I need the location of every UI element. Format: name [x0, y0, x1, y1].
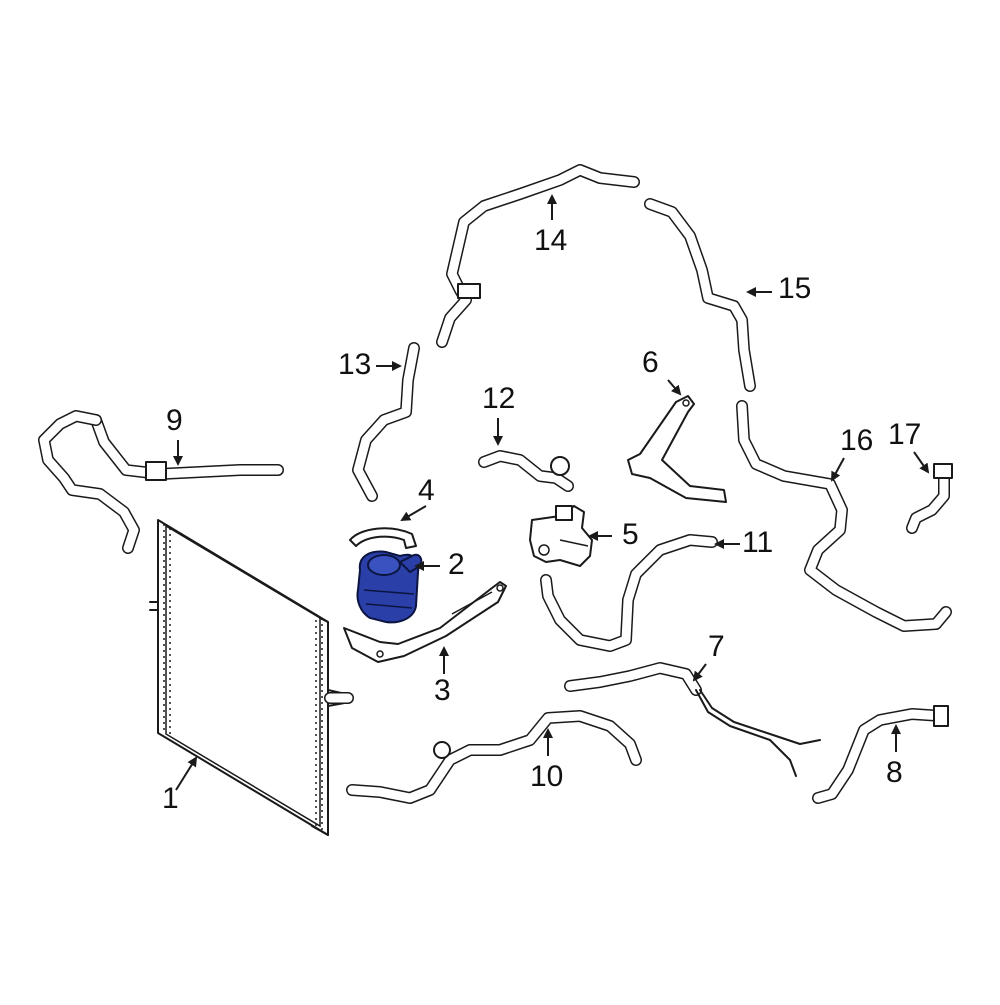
hose-part-12 — [478, 450, 574, 492]
callout-5: 5 — [622, 518, 639, 551]
callout-17: 17 — [888, 418, 922, 451]
callout-arrows — [173, 194, 930, 791]
callout-10: 10 — [530, 760, 564, 793]
bracket-part-3 — [343, 581, 507, 663]
callout-4: 4 — [418, 474, 435, 507]
clamp-part-4 — [349, 527, 417, 549]
callout-3: 3 — [434, 674, 451, 707]
callout-9: 9 — [166, 404, 183, 437]
water-pump-part-2 — [356, 550, 423, 624]
hose-part-9 — [38, 410, 284, 554]
radiator-part-1 — [149, 519, 354, 836]
callout-8: 8 — [886, 756, 903, 789]
valve-part-5 — [529, 505, 593, 567]
hose-part-11 — [540, 534, 718, 652]
callout-12: 12 — [482, 382, 516, 415]
bracket-part-6 — [627, 395, 727, 503]
callout-6: 6 — [642, 346, 659, 379]
callout-2: 2 — [448, 548, 465, 581]
hose-part-10 — [346, 710, 642, 804]
callout-16: 16 — [840, 424, 874, 457]
hose-part-14 — [436, 164, 640, 348]
hose-part-15 — [644, 198, 756, 392]
callout-13: 13 — [338, 348, 372, 381]
callout-1: 1 — [162, 782, 179, 815]
callout-15: 15 — [778, 272, 812, 305]
hose-part-16 — [736, 400, 952, 632]
hose-part-13 — [352, 342, 420, 502]
hose-part-7 — [564, 662, 821, 777]
callout-7: 7 — [708, 630, 725, 663]
callout-11: 11 — [742, 526, 774, 559]
hose-part-8 — [812, 705, 949, 804]
callout-14: 14 — [534, 224, 568, 257]
hose-part-17 — [906, 463, 953, 534]
